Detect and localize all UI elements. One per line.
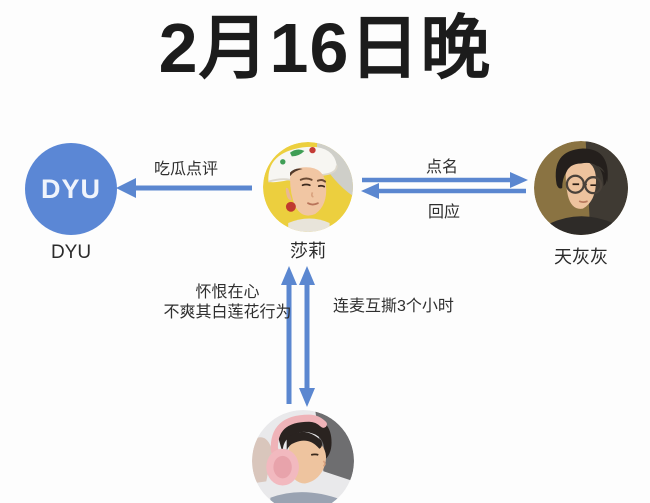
edge-label-reply: 回应 — [427, 204, 460, 221]
person-white-cap-icon — [263, 142, 353, 232]
arrow-gossip — [116, 178, 252, 198]
label-dyu: DYU — [50, 242, 92, 263]
edge-label-mic-fight: 连麦互撕3个小时 — [333, 298, 454, 315]
edge-label-grudge: 怀恨在心 不爽其白莲花行为 — [160, 283, 295, 323]
avatar-headphones-person — [252, 410, 354, 503]
node-dyu: DYU — [25, 143, 117, 235]
label-shali: 莎莉 — [290, 241, 326, 261]
edge-label-gossip: 吃瓜点评 — [153, 161, 218, 178]
edge-label-grudge-line1: 怀恨在心 — [195, 284, 260, 301]
avatar-tianhuihui — [534, 141, 628, 235]
label-tianhuihui: 天灰灰 — [554, 247, 608, 267]
avatar-shali — [263, 142, 353, 232]
diagram-title: 2月16日晚 — [158, 9, 492, 87]
arrow-reply — [361, 183, 526, 199]
arrow-mic-fight — [299, 266, 315, 407]
dyu-circle-text: DYU — [40, 173, 101, 204]
person-pink-headphones-icon — [252, 410, 354, 503]
edge-label-grudge-line2: 不爽其白莲花行为 — [163, 304, 292, 321]
person-glasses-icon — [534, 141, 628, 235]
edge-label-callout: 点名 — [425, 159, 458, 176]
